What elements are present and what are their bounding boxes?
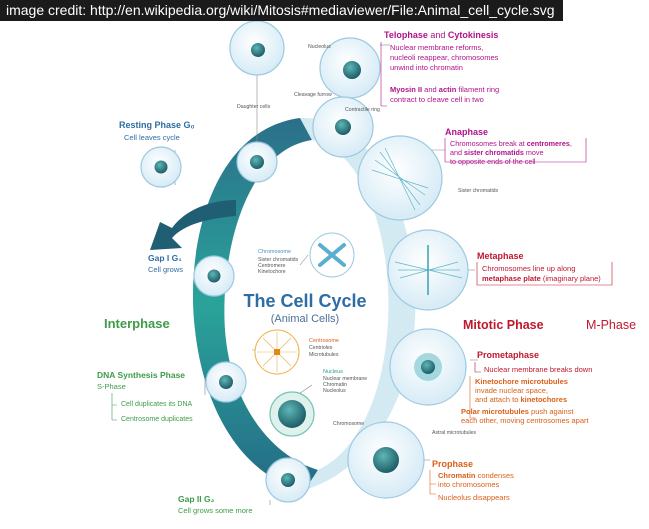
- label-cleavage-furrow: Cleavage furrow: [294, 92, 332, 98]
- prometaphase-line4: and attach to kinetochores: [475, 395, 567, 404]
- label-sister-chromatids: Sister chromatids: [458, 188, 498, 194]
- cell-daughter-telophase: [319, 37, 381, 99]
- prometaphase-line6: each other, moving centrosomes apart: [461, 416, 589, 425]
- telophase-line1: Nuclear membrane reforms,: [390, 43, 483, 52]
- anaphase-line2: and sister chromatids move: [450, 148, 544, 157]
- label-nucleolus: Nucleolus: [308, 44, 331, 50]
- image-credit-banner: image credit: http://en.wikipedia.org/wi…: [0, 0, 563, 21]
- gap1-title: Gap I G₁: [148, 253, 182, 263]
- label-nucleus: Nucleus: [323, 369, 343, 375]
- label-contractile-ring: Contractile ring: [345, 107, 380, 113]
- chromosome-detail: [309, 232, 355, 278]
- label-daughter-cells: Daughter cells: [237, 104, 271, 110]
- cell-nucleus-detail: [269, 391, 315, 437]
- cell-daughter-top: [229, 20, 285, 76]
- label-centrosome: Centrosome: [309, 338, 339, 344]
- prometaphase-line2: Kinetochore microtubules: [475, 377, 568, 386]
- cell-g1-top: [236, 141, 278, 183]
- cell-gap1: [193, 255, 235, 297]
- centrosome-detail: [254, 329, 300, 375]
- label-nuclear-membrane: Nuclear membrane: [323, 376, 367, 382]
- telophase-title: Telophase and Cytokinesis: [384, 30, 498, 40]
- label-nucleolus-2: Nucleolus: [323, 388, 346, 394]
- anaphase-line3: to opposite ends of the cell: [450, 157, 536, 166]
- prophase-title: Prophase: [432, 459, 473, 469]
- label-chromosome-sister: Sister chromatids: [258, 257, 298, 263]
- anaphase-title: Anaphase: [445, 127, 488, 137]
- cell-prophase: [347, 421, 425, 499]
- prophase-line1: Chromatin condenses: [438, 471, 514, 480]
- center-title: The Cell Cycle: [243, 291, 366, 311]
- dna-synthesis-line1: Cell duplicates its DNA: [121, 401, 193, 408]
- metaphase-line2: metaphase plate (imaginary plane): [482, 274, 601, 283]
- cell-metaphase: [387, 229, 469, 311]
- label-chromosome-prophase: Chromosome: [333, 421, 364, 427]
- prophase-line2: into chromosomes: [438, 480, 500, 489]
- label-chromatin: Chromatin: [323, 382, 347, 388]
- center-subtitle: (Animal Cells): [271, 313, 339, 325]
- label-microtubules: Microtubules: [309, 352, 339, 358]
- telophase-line2: nucleoli reappear, chromosomes: [390, 53, 499, 62]
- cell-resting: [140, 146, 182, 188]
- label-chromosome: Chromosome: [258, 249, 291, 255]
- prometaphase-line5: Polar microtubules push against: [461, 407, 574, 416]
- mitotic-phase-suffix: M-Phase: [586, 318, 636, 332]
- metaphase-line1: Chromosomes line up along: [482, 264, 575, 273]
- telophase-line4: Myosin II and actin filament ring: [390, 85, 499, 94]
- prometaphase-line1: Nuclear membrane breaks down: [484, 365, 592, 374]
- resting-phase-arrow: [150, 200, 236, 250]
- resting-phase-title: Resting Phase G₀: [119, 120, 195, 130]
- metaphase-title: Metaphase: [477, 251, 524, 261]
- cell-anaphase: [357, 135, 443, 221]
- prometaphase-title: Prometaphase: [477, 350, 539, 360]
- telophase-line3: unwind into chromatin: [390, 63, 463, 72]
- gap2-title: Gap II G₂: [178, 494, 215, 504]
- mitotic-phase-title: Mitotic Phase: [463, 318, 544, 332]
- interphase-label: Interphase: [104, 316, 170, 331]
- dna-synthesis-title: DNA Synthesis Phase: [97, 370, 185, 380]
- cell-gap2: [265, 457, 311, 503]
- cell-prometaphase: [389, 328, 467, 406]
- dna-synthesis-sub: S-Phase: [97, 382, 126, 391]
- label-astral-microtubules: Astral microtubules: [432, 430, 477, 436]
- cell-s-phase: [205, 361, 247, 403]
- label-centrioles: Centrioles: [309, 345, 333, 351]
- telophase-line5: contract to cleave cell in two: [390, 95, 484, 104]
- label-chromosome-centromere: Centromere: [258, 263, 286, 269]
- label-chromosome-kinetochore: Kinetochore: [258, 269, 286, 275]
- gap2-desc: Cell grows some more: [178, 506, 253, 515]
- resting-phase-desc: Cell leaves cycle: [124, 133, 180, 142]
- cell-telophase-lower: [312, 96, 374, 158]
- gap1-desc: Cell grows: [148, 265, 183, 274]
- prometaphase-line3: invade nuclear space,: [475, 386, 548, 395]
- prophase-line3: Nucleolus disappears: [438, 493, 510, 502]
- anaphase-line1: Chromosomes break at centromeres,: [450, 139, 572, 148]
- dna-synthesis-line2: Centrosome duplicates: [121, 416, 193, 423]
